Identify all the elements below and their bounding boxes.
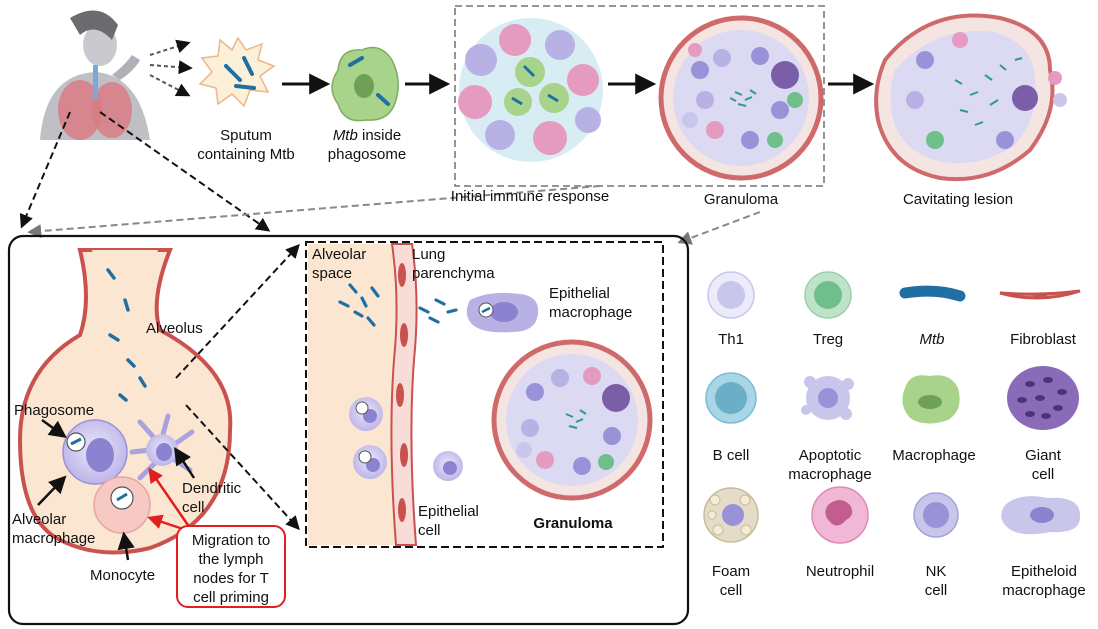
dendritic-label-line1: Dendritic [182,480,242,497]
legend-label-th1: Th1 [718,331,744,348]
initial-granuloma-dashed-frame [454,5,825,187]
sputum-label-line2: containing Mtb [197,146,295,163]
alveolar-macrophage-line1: Alveolar [12,511,67,528]
legend-label-nk-cell: NK cell [924,563,948,599]
granuloma-top-label: Granuloma [703,191,779,208]
inset-tissue-illustration [308,243,653,546]
epithelial-cell-label: Epithelial cell [418,502,479,540]
monocyte-label: Monocyte [90,567,156,584]
alveolar-space-line2: space [312,265,353,282]
coughing-person-illustration [40,10,150,140]
epithelial-macrophage-line2: macrophage [549,304,633,321]
epithelial-cell-line1: Epithelial [418,503,479,520]
dendritic-cell-label: Dendritic cell [182,479,241,517]
macrophage-icon [902,375,960,424]
initial-immune-response-label: Initial immune response [450,188,610,205]
migration-callout-box: Migration to the lymph nodes for T cell … [176,525,286,608]
mtb-bacillus-icon [899,285,966,302]
mtb-inside-phagosome-icon [331,46,399,122]
legend-label-treg: Treg [812,331,844,348]
phagosome-label-line2: phagosome [327,146,407,163]
zoom-connector-arrows [19,111,761,245]
alveolus-pointer-arrows [37,418,196,561]
cavitating-lesion-illustration [874,13,1067,182]
alveolar-space-line1: Alveolar [312,246,367,263]
neutrophil-icon [811,486,869,544]
granuloma-inset-label: Granuloma [533,515,613,532]
alveolus-label: Alveolus [146,320,203,337]
epithelial-cell-line2: cell [418,522,441,539]
phagosome-label: Mtb inside phagosome [312,126,422,164]
epithelial-macrophage-line1: Epithelial [549,285,610,302]
phagosome-pointer-label: Phagosome [14,402,95,419]
legend-label-epitheloid-macrophage: Epitheloid macrophage [1002,563,1086,599]
phagosome-label-mtb: Mtb [332,127,358,144]
giant-cell-icon [1007,366,1079,430]
sputum-label-line1: Sputum [220,127,272,144]
alveolus-illustration [17,248,233,555]
epitheloid-macrophage-icon [1001,496,1081,535]
lung-parenchyma-line2: parenchyma [412,265,495,282]
alveolar-space-label: Alveolar space [312,245,366,283]
sputum-droplet-icon [198,36,276,108]
alveolus-panel-frame [7,234,690,626]
legend-icons [703,271,1081,544]
legend-label-foam-cell: Foam cell [711,563,751,599]
phagosome-label-inside: inside [357,127,402,144]
legend-label-b-cell: B cell [712,447,750,464]
legend-label-neutrophil: Neutrophil [805,563,875,580]
alveolar-macrophage-line2: macrophage [12,530,96,547]
migration-line3: nodes for T [193,570,269,587]
alveolar-macrophage-label: Alveolar macrophage [12,510,95,548]
epithelial-macrophage-label: Epithelial macrophage [549,284,632,322]
initial-immune-response-illustration [458,18,603,162]
legend-label-fibroblast: Fibroblast [1010,331,1076,348]
foam-cell-icon [703,487,759,543]
sputum-label: Sputum containing Mtb [186,126,306,164]
legend-label-giant-cell: Giant cell [1025,447,1061,483]
cavitating-lesion-label: Cavitating lesion [902,191,1014,208]
granuloma-illustration-top [658,15,824,181]
apoptotic-macrophage-icon [801,376,854,420]
migration-line1: Migration to [191,532,271,549]
lung-parenchyma-label: Lung parenchyma [412,245,495,283]
migration-line2: the lymph [198,551,264,568]
legend-label-macrophage: Macrophage [892,447,976,464]
dendritic-label-line2: cell [182,499,205,516]
migration-line4: cell priming [193,589,269,606]
inset-dashed-frame [305,241,664,548]
inset-zoom-lines [175,243,300,531]
legend-label-apoptotic-macrophage: Apoptotic macrophage [788,447,872,483]
legend-label-mtb: Mtb [919,331,945,348]
lung-parenchyma-line1: Lung [412,246,446,263]
cough-spread-arrows [149,39,193,97]
